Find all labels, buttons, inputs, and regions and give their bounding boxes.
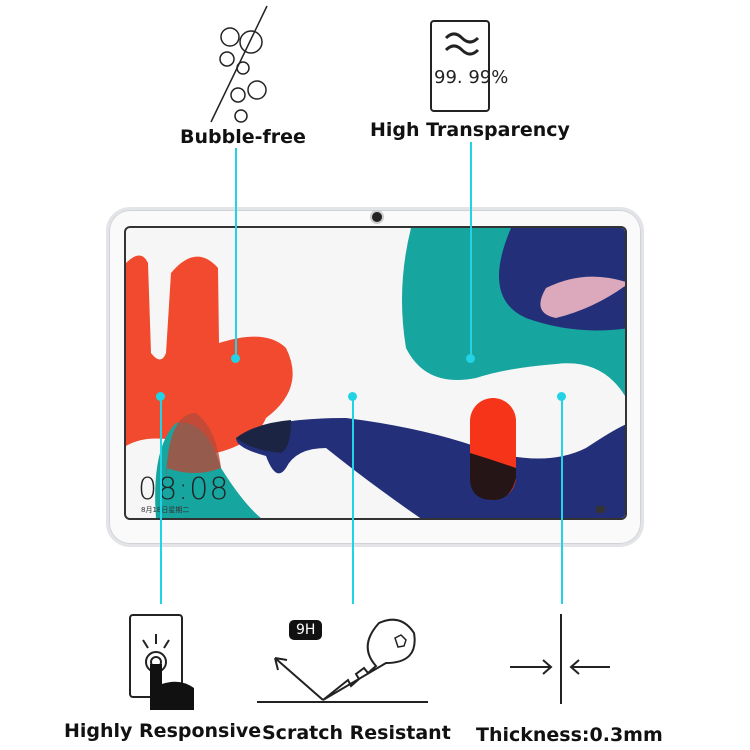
wave-icon xyxy=(444,32,480,56)
bubble-icon xyxy=(210,5,268,123)
callout-line-scratch xyxy=(352,396,354,604)
front-camera xyxy=(370,210,384,224)
callout-dot xyxy=(348,392,357,401)
callout-dot xyxy=(231,354,240,363)
scratch-resistant-label: Scratch Resistant xyxy=(262,722,451,744)
highly-responsive-label: Highly Responsive xyxy=(64,720,262,742)
camera-shortcut-icon[interactable] xyxy=(596,506,605,513)
high-transparency-label: High Transparency xyxy=(370,119,570,141)
touch-icon xyxy=(129,614,194,710)
thickness-icon xyxy=(510,614,610,704)
transparency-icon xyxy=(430,20,490,112)
callout-line-thickness xyxy=(561,396,563,604)
hardness-badge: 9H xyxy=(289,620,323,640)
bubble-free-label: Bubble-free xyxy=(180,126,306,148)
tablet-screen xyxy=(124,226,627,520)
wallpaper xyxy=(126,228,625,518)
callout-dot xyxy=(466,354,475,363)
thickness-label: Thickness:0.3mm xyxy=(476,724,663,746)
lockscreen-time: 08:08 xyxy=(138,472,230,507)
transparency-value: 99. 99% xyxy=(434,67,509,88)
callout-line-transparency xyxy=(470,142,472,358)
callout-line-responsive xyxy=(160,396,162,604)
lockscreen-date: 8月18日星期二 xyxy=(141,506,190,514)
callout-dot xyxy=(156,392,165,401)
callout-line-bubble xyxy=(235,148,237,358)
callout-dot xyxy=(557,392,566,401)
key-scratch-icon xyxy=(257,618,428,703)
